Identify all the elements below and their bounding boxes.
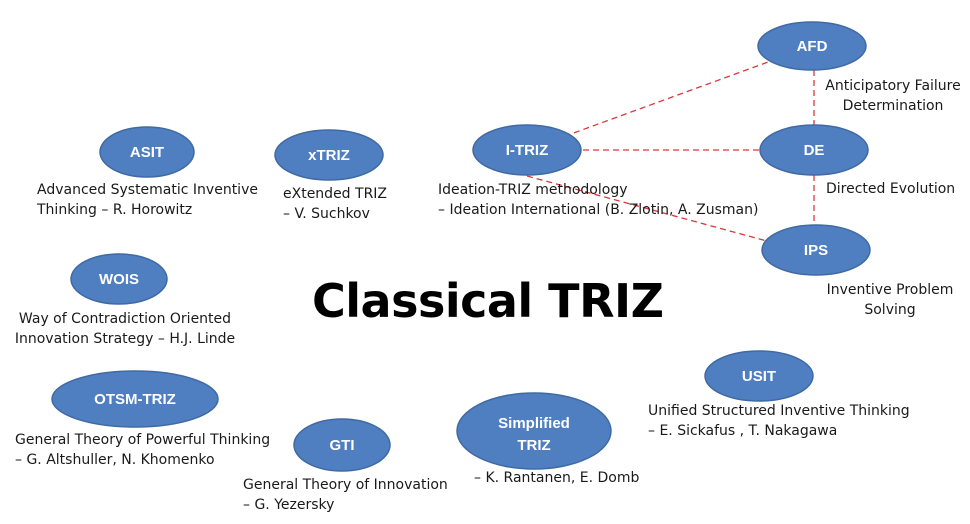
diagram-title: Classical TRIZ	[312, 274, 664, 328]
node-asit: ASIT	[99, 126, 195, 178]
afd-desc-line-1: Anticipatory Failure	[825, 78, 961, 94]
node-simplified: Simplified TRIZ	[456, 392, 612, 470]
asit-description: Advanced Systematic Inventive Thinking –…	[37, 180, 258, 220]
node-asit-label: ASIT	[130, 144, 164, 161]
node-xtriz: xTRIZ	[274, 129, 384, 181]
simplified-desc-line-1: – K. Rantanen, E. Domb	[474, 470, 640, 486]
usit-desc-line-2: – E. Sickafus , T. Nakagawa	[648, 423, 838, 439]
node-gti-label: GTI	[330, 437, 355, 454]
ips-description: Inventive Problem Solving	[822, 280, 958, 320]
link-itriz-ips	[526, 175, 801, 251]
node-otsm: OTSM-TRIZ	[51, 370, 219, 428]
itriz-desc-line-1: Ideation-TRIZ methodology	[438, 182, 628, 198]
link-itriz-afd	[526, 45, 813, 151]
xtriz-description: eXtended TRIZ – V. Suchkov	[283, 184, 387, 224]
node-simplified-label-2: TRIZ	[517, 437, 550, 454]
otsm-description: General Theory of Powerful Thinking – G.…	[15, 430, 270, 470]
otsm-desc-line-2: – G. Altshuller, N. Khomenko	[15, 452, 215, 468]
node-itriz: I-TRIZ	[472, 124, 582, 176]
gti-desc-line-1: General Theory of Innovation	[243, 477, 448, 493]
ips-desc-line-1: Inventive Problem	[826, 282, 954, 298]
usit-desc-line-1: Unified Structured Inventive Thinking	[648, 403, 910, 419]
otsm-desc-line-1: General Theory of Powerful Thinking	[15, 432, 271, 448]
node-itriz-label: I-TRIZ	[506, 142, 549, 159]
afd-desc-line-2: Determination	[842, 98, 944, 114]
node-wois: WOIS	[70, 253, 168, 305]
node-xtriz-label: xTRIZ	[308, 147, 350, 164]
wois-desc-line-1: Way of Contradiction Oriented	[18, 311, 232, 327]
node-ips-label: IPS	[804, 242, 828, 259]
node-otsm-label: OTSM-TRIZ	[94, 391, 176, 408]
de-description: Directed Evolution	[826, 179, 955, 199]
connector-lines	[526, 45, 815, 251]
node-de-label: DE	[804, 142, 825, 159]
node-afd-label: AFD	[797, 38, 828, 55]
node-afd: AFD	[757, 21, 867, 71]
itriz-description: Ideation-TRIZ methodology – Ideation Int…	[438, 180, 758, 220]
node-simplified-label-1: Simplified	[498, 415, 570, 432]
node-ips: IPS	[761, 224, 871, 276]
gti-desc-line-2: – G. Yezersky	[243, 497, 335, 513]
itriz-desc-line-2: – Ideation International (B. Zlotin, A. …	[438, 202, 759, 218]
wois-description: Way of Contradiction Oriented Innovation…	[10, 309, 240, 349]
wois-desc-line-2: Innovation Strategy – H.J. Linde	[14, 331, 236, 347]
ips-desc-line-2: Solving	[864, 302, 916, 318]
asit-desc-line-1: Advanced Systematic Inventive	[37, 182, 258, 198]
simplified-description: – K. Rantanen, E. Domb	[474, 468, 639, 488]
usit-description: Unified Structured Inventive Thinking – …	[648, 401, 910, 441]
node-usit-label: USIT	[742, 368, 776, 385]
afd-description: Anticipatory Failure Determination	[822, 76, 964, 116]
node-gti: GTI	[293, 418, 391, 472]
xtriz-desc-line-2: – V. Suchkov	[283, 206, 370, 222]
node-usit: USIT	[704, 350, 814, 402]
de-desc-line-1: Directed Evolution	[826, 181, 956, 197]
gti-description: General Theory of Innovation – G. Yezers…	[243, 475, 448, 515]
xtriz-desc-line-1: eXtended TRIZ	[283, 186, 388, 202]
node-wois-label: WOIS	[99, 271, 139, 288]
asit-desc-line-2: Thinking – R. Horowitz	[37, 202, 193, 218]
node-de: DE	[759, 124, 869, 176]
